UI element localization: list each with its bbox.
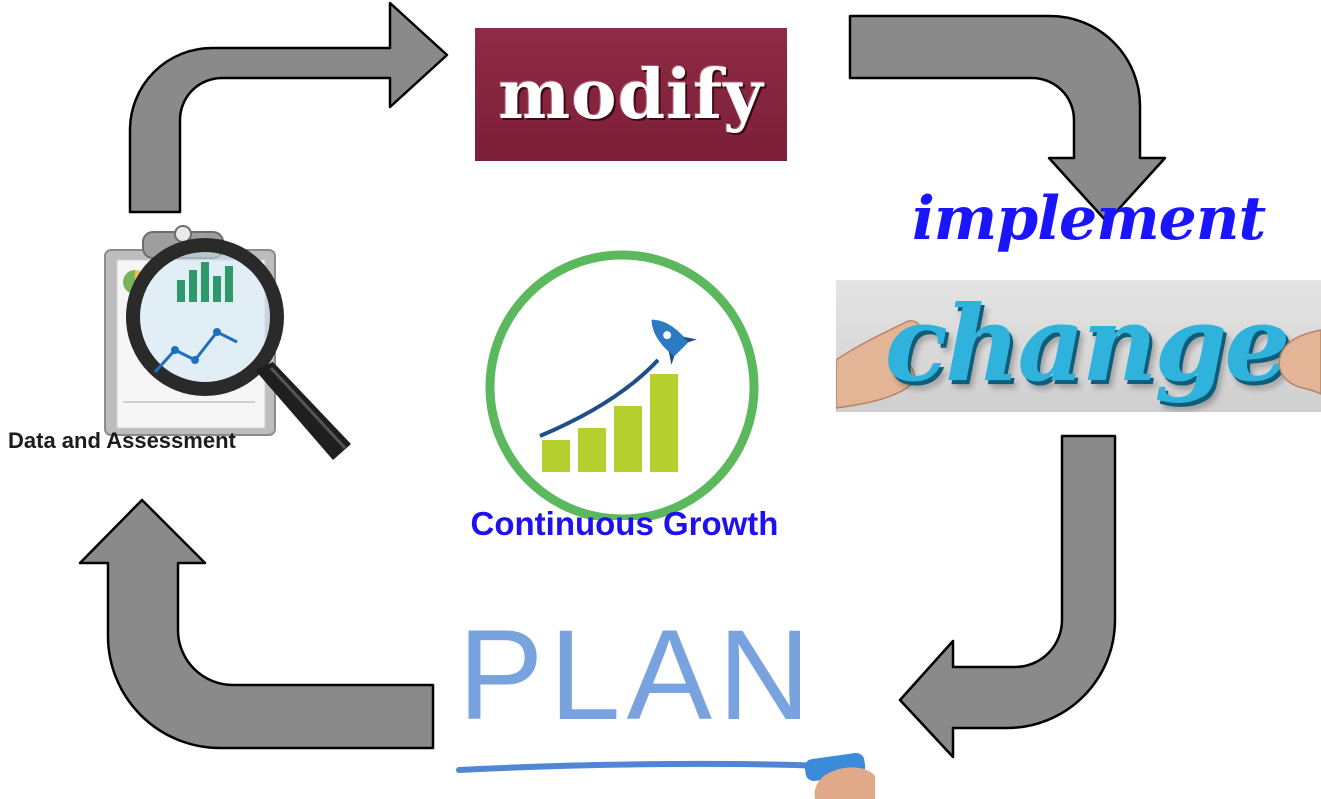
data-assessment-label: Data and Assessment [8, 428, 236, 453]
arrow-modify-to-implement [848, 14, 1167, 224]
arrow-data-to-modify [128, 1, 449, 214]
arrow-change-to-plan [898, 434, 1117, 759]
left-hand-icon [836, 320, 920, 409]
plan-label: PLAN [458, 604, 817, 747]
modify-step: modify [475, 28, 787, 161]
marker-hand-icon [456, 752, 875, 799]
continuous-growth-label: Continuous Growth [470, 505, 779, 542]
change-step: change [836, 280, 1321, 412]
modify-label: modify [498, 54, 764, 135]
clipboard-magnifier-icon [104, 225, 351, 460]
arrow-plan-to-data [78, 498, 435, 750]
change-label: change [884, 282, 1291, 405]
implement-label: implement [912, 184, 1266, 254]
rocket-growth-icon [485, 250, 759, 520]
right-hand-icon [1278, 329, 1321, 395]
